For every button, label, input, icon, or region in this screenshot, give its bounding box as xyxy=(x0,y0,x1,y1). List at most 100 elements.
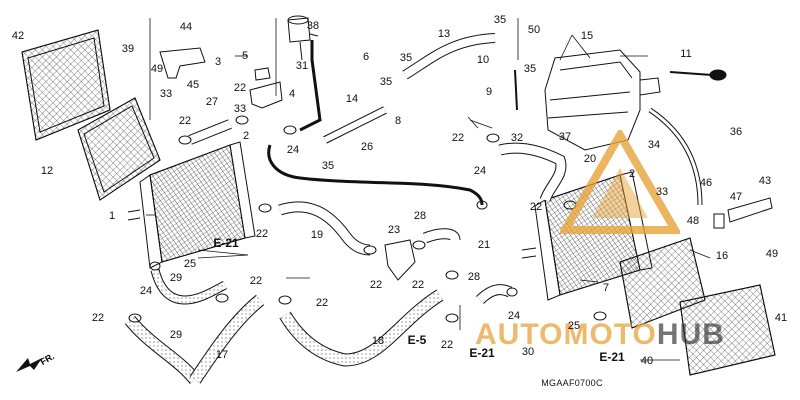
callout-46: 46 xyxy=(699,177,713,189)
radiator-grille-left xyxy=(21,29,111,141)
radiator-left xyxy=(127,141,256,269)
callout-36: 36 xyxy=(729,126,743,138)
callout-4: 4 xyxy=(288,88,296,100)
callout-35e: 35 xyxy=(523,63,537,75)
tube-26 xyxy=(267,144,484,206)
callout-15: 15 xyxy=(580,30,594,42)
callout-33b: 33 xyxy=(159,88,173,100)
callout-22g: 22 xyxy=(451,132,465,144)
callout-6: 6 xyxy=(362,51,370,63)
callout-18: 18 xyxy=(371,335,385,347)
callout-35b: 35 xyxy=(399,52,413,64)
callout-16: 16 xyxy=(715,250,729,262)
section-ref-e5: E-5 xyxy=(407,333,427,347)
radiator-cover-left xyxy=(77,97,161,201)
callout-22c: 22 xyxy=(255,228,269,240)
callout-22a: 22 xyxy=(233,82,247,94)
bracket-44 xyxy=(159,47,206,79)
callout-49b: 49 xyxy=(765,248,779,260)
callout-30: 30 xyxy=(521,346,535,358)
callout-33c: 33 xyxy=(655,186,669,198)
callout-24c: 24 xyxy=(473,165,487,177)
bolt-11 xyxy=(669,71,713,76)
callout-12: 12 xyxy=(40,165,54,177)
bracket-43 xyxy=(727,197,773,223)
callout-22j: 22 xyxy=(411,279,425,291)
callout-20: 20 xyxy=(583,153,597,165)
callout-27: 27 xyxy=(205,96,219,108)
callout-50: 50 xyxy=(527,24,541,36)
callout-40: 40 xyxy=(640,355,654,367)
callout-44: 44 xyxy=(179,21,193,33)
callout-26: 26 xyxy=(360,141,374,153)
callout-35c: 35 xyxy=(321,160,335,172)
callout-13: 13 xyxy=(437,28,451,40)
callout-29b: 29 xyxy=(169,329,183,341)
callout-22i: 22 xyxy=(369,279,383,291)
callout-22k: 22 xyxy=(440,339,454,351)
callout-33a: 33 xyxy=(233,103,247,115)
callout-39: 39 xyxy=(121,43,135,55)
callout-3: 3 xyxy=(214,56,222,68)
callout-35a: 35 xyxy=(379,76,393,88)
callout-31: 31 xyxy=(295,60,309,72)
callout-5: 5 xyxy=(241,50,249,62)
callout-35d: 35 xyxy=(493,14,507,26)
callout-1: 1 xyxy=(108,210,116,222)
tube-35-upper xyxy=(299,40,322,132)
front-arrow-icon xyxy=(16,358,42,372)
callout-43: 43 xyxy=(758,175,772,187)
callout-22b: 22 xyxy=(178,115,192,127)
callout-2a: 2 xyxy=(242,130,250,142)
callout-10: 10 xyxy=(476,54,490,66)
callout-47: 47 xyxy=(729,191,743,203)
watermark-logo-text: AUTOMOTOHUB xyxy=(475,318,725,351)
callout-37: 37 xyxy=(558,131,572,143)
callout-49: 49 xyxy=(150,63,164,75)
callout-8: 8 xyxy=(394,115,402,127)
callout-24b: 24 xyxy=(139,285,153,297)
callout-19: 19 xyxy=(310,229,324,241)
section-ref-e21-left: E-21 xyxy=(213,236,239,250)
callout-11: 11 xyxy=(680,48,692,60)
callout-42: 42 xyxy=(11,30,25,42)
callout-32: 32 xyxy=(510,132,524,144)
callout-25a: 25 xyxy=(183,258,197,270)
callout-9: 9 xyxy=(485,86,493,98)
watermark-logo-icon xyxy=(560,130,680,234)
diagram-code: MGAAF0700C xyxy=(541,378,603,388)
filler-neck xyxy=(249,81,283,109)
clamps xyxy=(128,115,607,323)
callout-17: 17 xyxy=(215,349,229,361)
tube-9 xyxy=(514,69,518,111)
callout-38: 38 xyxy=(306,20,320,32)
callout-7: 7 xyxy=(602,282,610,294)
callout-22f: 22 xyxy=(91,312,105,324)
radiator-cover-right xyxy=(679,284,776,376)
callout-22e: 22 xyxy=(315,297,329,309)
callout-48: 48 xyxy=(686,215,700,227)
callout-14: 14 xyxy=(345,93,359,105)
section-ref-e21-right: E-21 xyxy=(599,350,625,364)
callout-29: 29 xyxy=(169,272,183,284)
callout-41: 41 xyxy=(774,312,788,324)
callout-23: 23 xyxy=(387,224,401,236)
callout-2b: 2 xyxy=(628,168,636,180)
section-ref-e21-middle: E-21 xyxy=(469,346,495,360)
callout-22h: 22 xyxy=(529,201,543,213)
radiator-cap-tank xyxy=(287,15,319,61)
callout-28a: 28 xyxy=(413,210,427,222)
hose-18-outline xyxy=(279,289,444,367)
thermostat-housing xyxy=(384,239,416,281)
callout-24d: 24 xyxy=(507,310,521,322)
callout-45: 45 xyxy=(186,79,200,91)
reserve-tank xyxy=(544,49,661,151)
callout-21: 21 xyxy=(477,239,491,251)
callout-34: 34 xyxy=(647,139,661,151)
callout-25b: 25 xyxy=(567,320,581,332)
callout-24a: 24 xyxy=(286,144,300,156)
callout-22d: 22 xyxy=(249,275,263,287)
leader-lines xyxy=(146,18,711,361)
callout-28b: 28 xyxy=(467,271,481,283)
